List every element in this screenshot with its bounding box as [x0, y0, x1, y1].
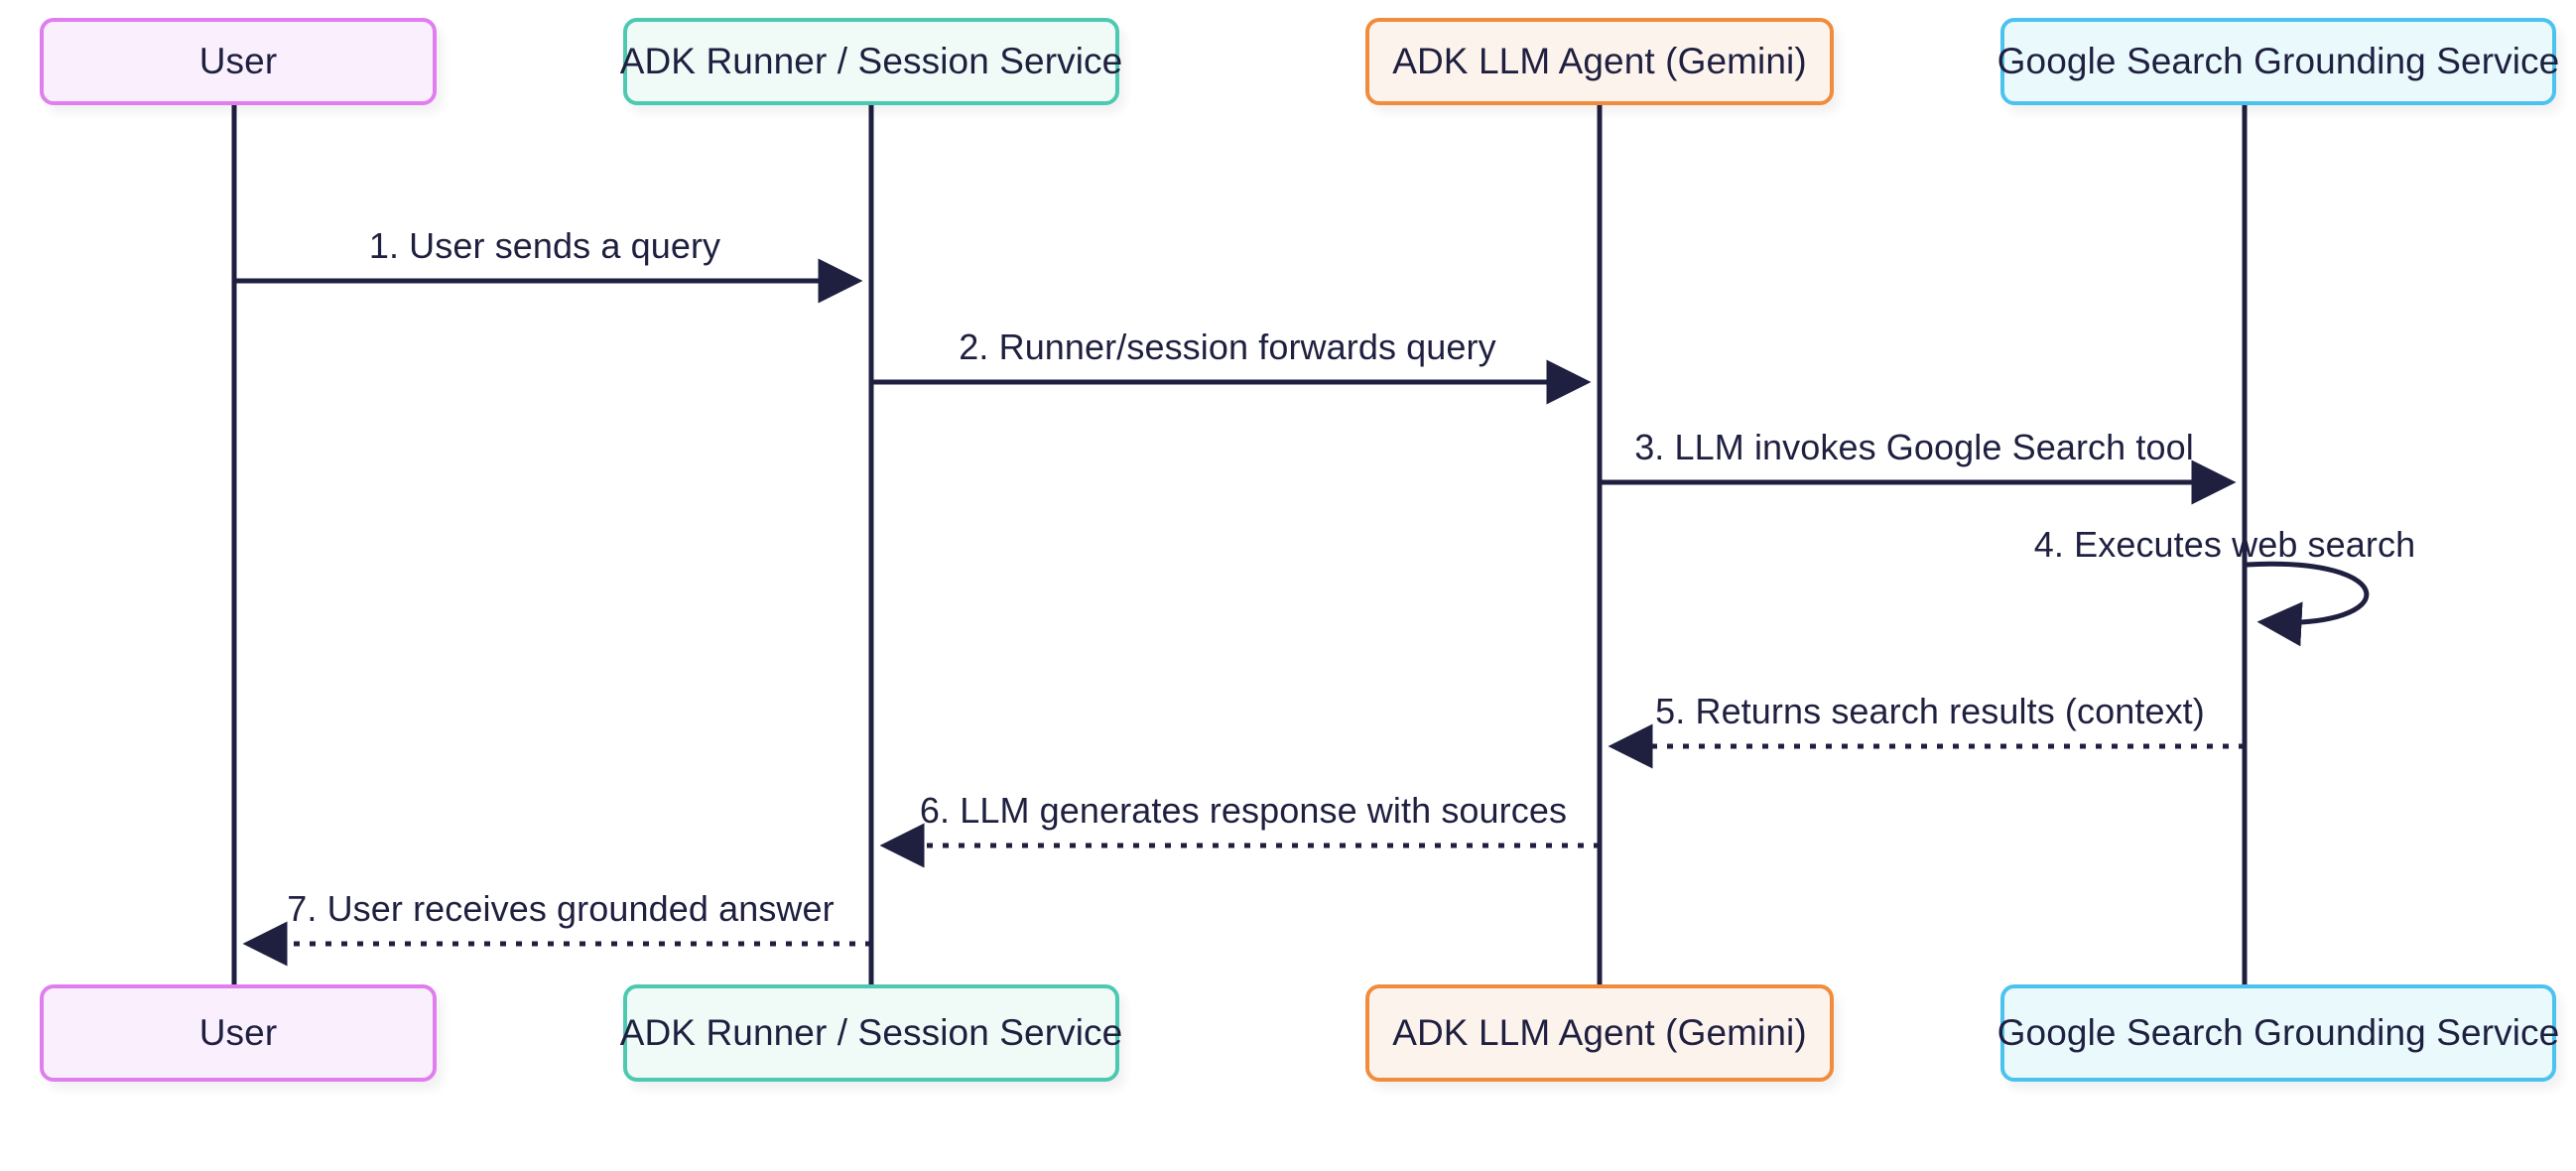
- participant-label-user-bottom: User: [198, 1011, 278, 1053]
- participant-box-user-top[interactable]: User: [40, 18, 437, 105]
- message-label-2: 2. Runner/session forwards query: [959, 326, 1496, 367]
- message-label-3: 3. LLM invokes Google Search tool: [1634, 427, 2194, 467]
- participant-label-agent-bottom: ADK LLM Agent (Gemini): [1392, 1011, 1807, 1053]
- participant-box-runner-top[interactable]: ADK Runner / Session Service: [620, 18, 1122, 105]
- participant-box-agent-bottom[interactable]: ADK LLM Agent (Gemini): [1365, 984, 1834, 1082]
- participant-box-agent-top[interactable]: ADK LLM Agent (Gemini): [1365, 18, 1834, 105]
- participant-box-search-top[interactable]: Google Search Grounding Service: [1997, 18, 2559, 105]
- participant-box-user-bottom[interactable]: User: [40, 984, 437, 1082]
- participant-box-search-bottom[interactable]: Google Search Grounding Service: [1997, 984, 2559, 1082]
- participant-label-runner-bottom: ADK Runner / Session Service: [619, 1011, 1123, 1053]
- message-label-1: 1. User sends a query: [368, 225, 721, 266]
- participant-label-search-bottom: Google Search Grounding Service: [1996, 1011, 2560, 1053]
- message-label-6: 6. LLM generates response with sources: [919, 790, 1568, 831]
- participant-label-agent-top: ADK LLM Agent (Gemini): [1392, 40, 1807, 81]
- lifelines: [231, 104, 2248, 984]
- message-label-5: 5. Returns search results (context): [1655, 691, 2205, 731]
- participant-label-user-top: User: [198, 40, 278, 81]
- participant-label-runner-top: ADK Runner / Session Service: [619, 40, 1123, 81]
- message-arrow-4-selfloop: [2246, 561, 2370, 647]
- message-label-7: 7. User receives grounded answer: [287, 888, 835, 929]
- participant-box-runner-bottom[interactable]: ADK Runner / Session Service: [620, 984, 1122, 1082]
- message-label-4: 4. Executes web search: [2033, 524, 2416, 565]
- participant-label-search-top: Google Search Grounding Service: [1996, 40, 2560, 81]
